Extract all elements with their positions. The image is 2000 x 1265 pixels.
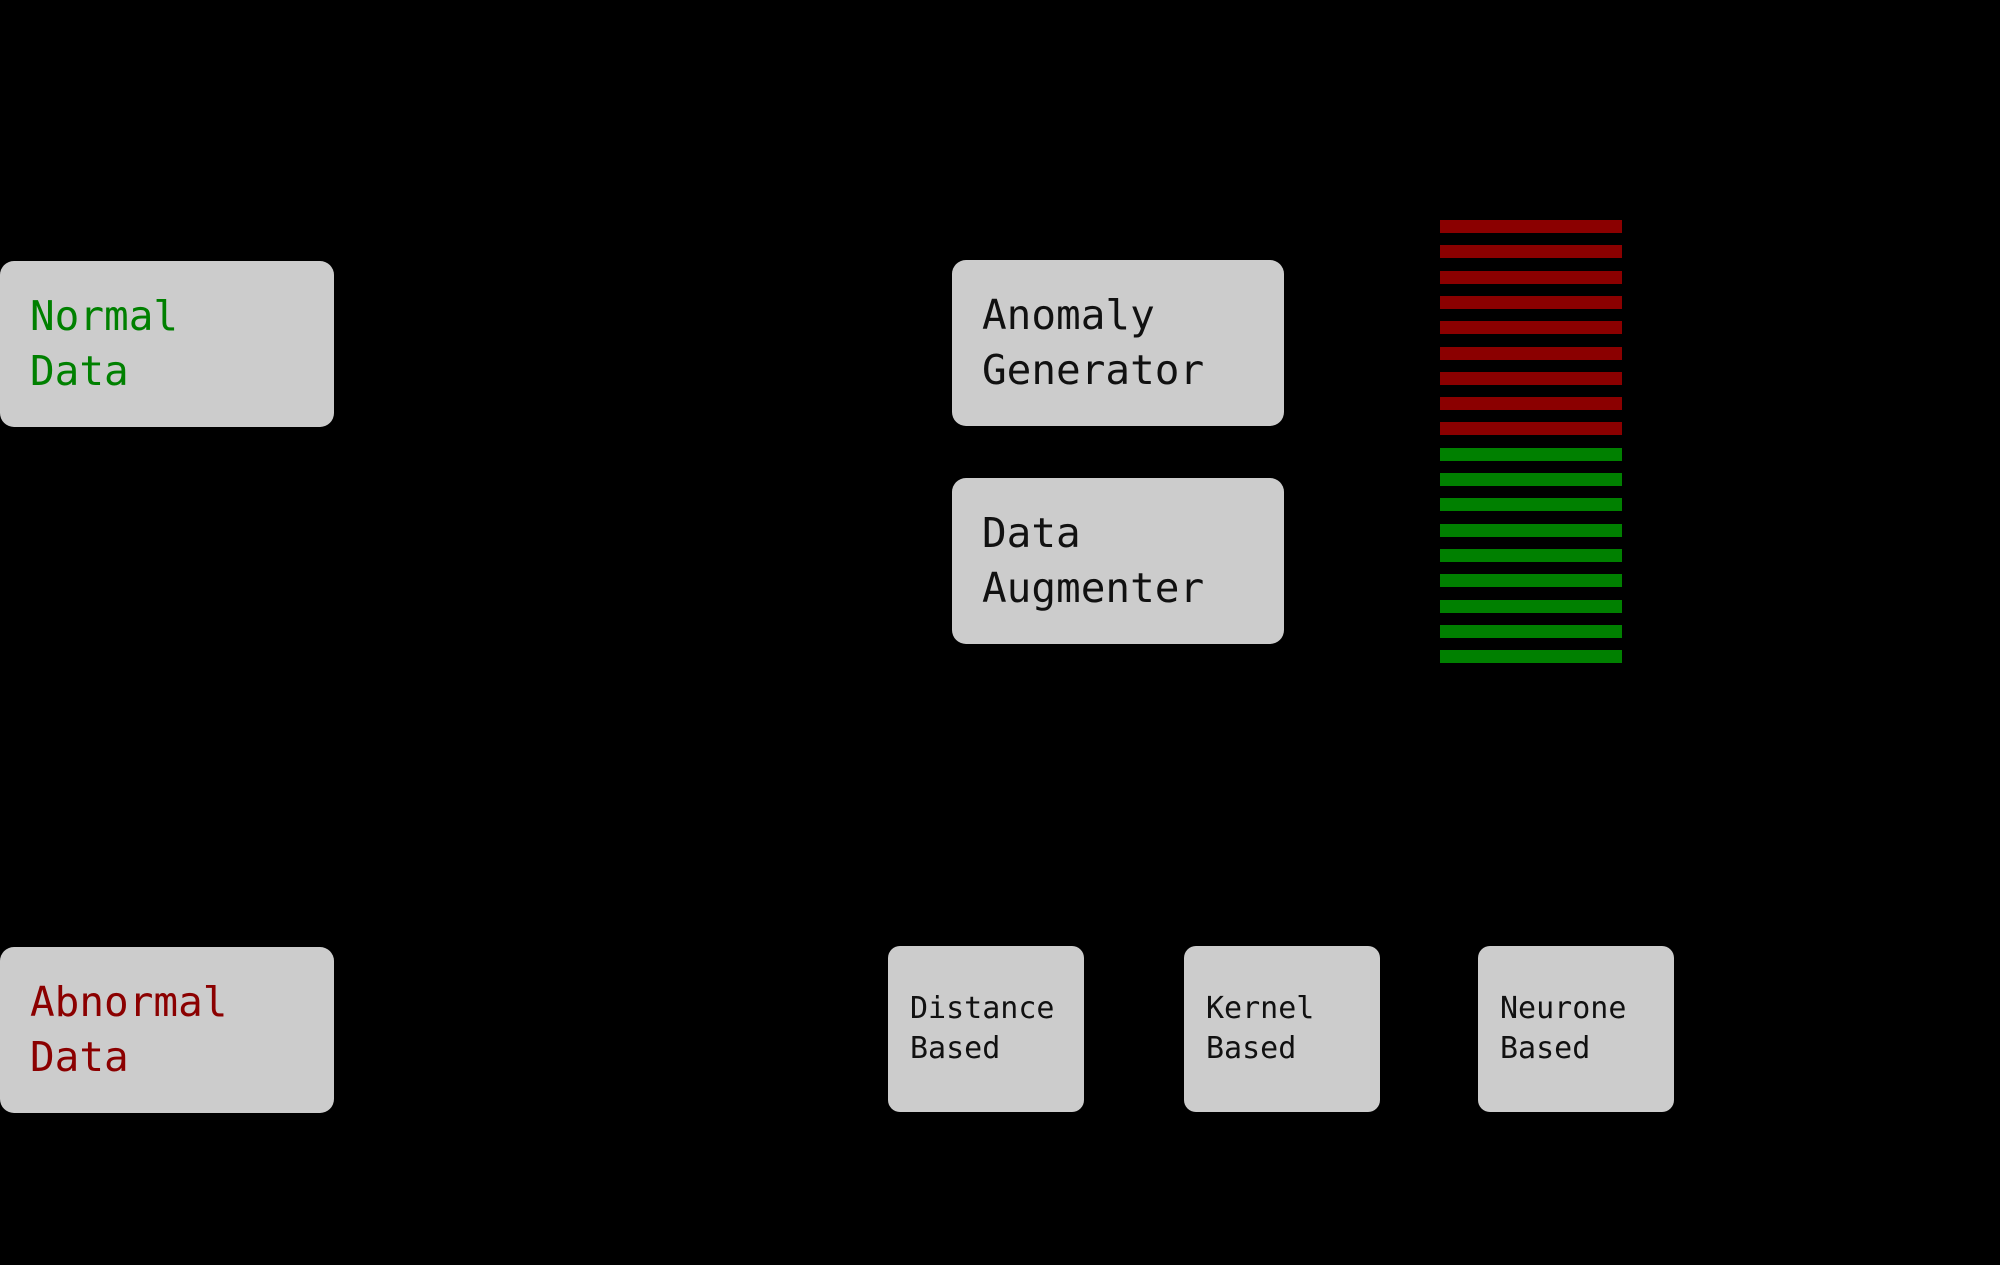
node-kernel-based-line-2: Based (1206, 1031, 1297, 1066)
sample-bar-normal (1440, 574, 1622, 588)
node-neurone-based[interactable]: Neurone Based (1478, 946, 1674, 1112)
sample-bar-normal (1440, 523, 1622, 537)
node-kernel-based[interactable]: Kernel Based (1184, 946, 1380, 1112)
sample-bar-normal (1440, 650, 1622, 664)
sample-bar-abnormal (1440, 245, 1622, 259)
sample-bar-normal (1440, 473, 1622, 486)
sample-bar-normal (1440, 447, 1622, 461)
sample-bar-abnormal (1440, 220, 1622, 233)
node-normal-data-line-1: Normal (30, 292, 179, 341)
node-abnormal-data-line-2: Data (30, 1033, 129, 1081)
sample-bar-abnormal (1440, 397, 1622, 411)
sample-bar-abnormal (1440, 346, 1622, 360)
node-kernel-based-line-1: Kernel (1206, 990, 1315, 1026)
sample-bar-abnormal (1440, 295, 1622, 309)
node-distance-based[interactable]: Distance Based (888, 946, 1084, 1112)
sample-bar-abnormal (1440, 371, 1622, 385)
node-data-augmenter[interactable]: Data Augmenter (952, 478, 1284, 644)
node-abnormal-data-line-1: Abnormal (30, 978, 228, 1027)
sample-bar-normal (1440, 599, 1622, 613)
node-anomaly-generator[interactable]: Anomaly Generator (952, 260, 1284, 426)
node-normal-data[interactable]: Normal Data (0, 261, 334, 427)
node-abnormal-data[interactable]: Abnormal Data (0, 947, 334, 1113)
node-neurone-based-line-1: Neurone (1500, 990, 1627, 1026)
sample-bar-normal (1440, 548, 1622, 562)
sample-bar-normal (1440, 624, 1622, 638)
node-normal-data-line-2: Data (30, 347, 129, 395)
node-data-augmenter-line-2: Augmenter (982, 564, 1205, 612)
sample-bar-abnormal (1440, 422, 1622, 436)
node-anomaly-generator-line-1: Anomaly (982, 291, 1155, 340)
sample-bar-normal (1440, 498, 1622, 512)
sample-bar-abnormal (1440, 270, 1622, 284)
node-anomaly-generator-line-2: Generator (982, 346, 1205, 394)
node-neurone-based-line-2: Based (1500, 1031, 1591, 1066)
sample-bar-abnormal (1440, 321, 1622, 335)
node-distance-based-line-2: Based (910, 1031, 1001, 1066)
node-data-augmenter-line-1: Data (982, 509, 1081, 558)
generated-sample-bar-stack (1440, 220, 1622, 676)
node-distance-based-line-1: Distance (910, 990, 1055, 1026)
